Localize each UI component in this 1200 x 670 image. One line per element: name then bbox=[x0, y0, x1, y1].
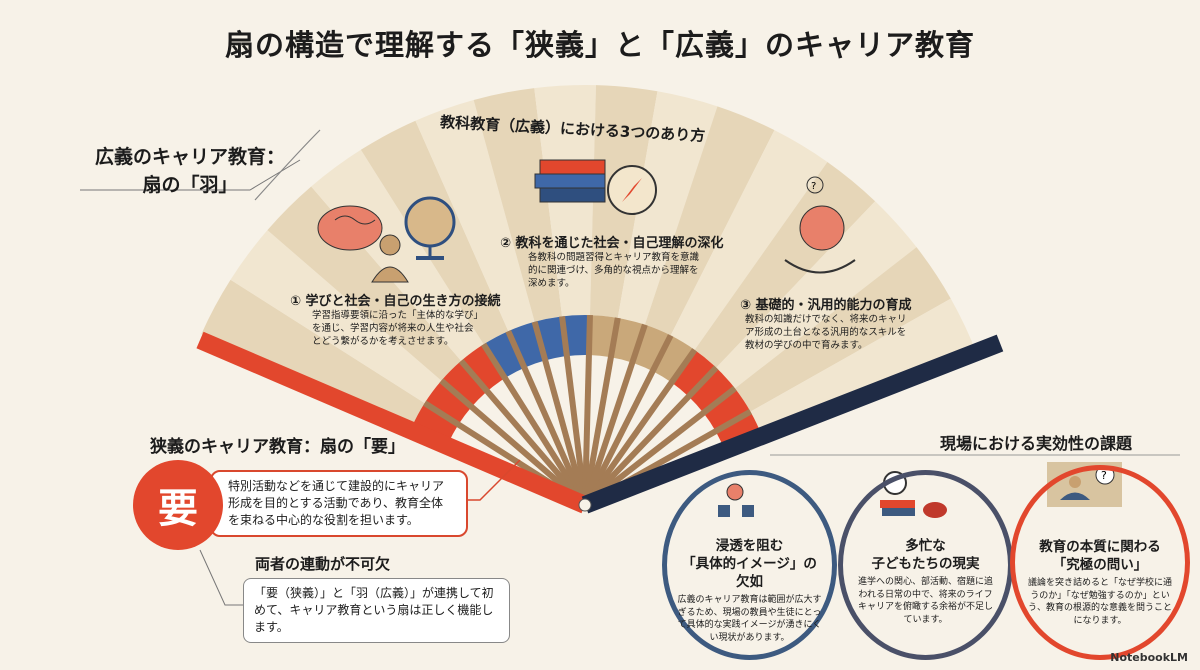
feature-2: ② 教科を通じた社会・自己理解の深化 各教科の問題習得とキャリア教育を意識的に関… bbox=[500, 232, 724, 290]
issues-heading: 現場における実効性の課題 bbox=[940, 434, 1133, 453]
fan-panel bbox=[617, 91, 718, 325]
fan-panel bbox=[415, 100, 535, 332]
fan-panel bbox=[473, 88, 563, 322]
fan-panel bbox=[644, 106, 775, 336]
compass-icon bbox=[607, 165, 657, 215]
issue-circle-3: 教育の本質に関わる 「究極の問い」 議論を突き詰めると「なぜ学校に通うのか」「な… bbox=[1010, 465, 1190, 660]
fan-rib bbox=[582, 334, 674, 507]
fan-rib bbox=[583, 385, 737, 508]
linkage-heading: 両者の連動が不可欠 bbox=[255, 555, 391, 573]
globe-icon bbox=[404, 196, 456, 260]
linkage-leader bbox=[199, 549, 243, 606]
fan-panel bbox=[201, 279, 425, 428]
right-guard-stick bbox=[581, 334, 1004, 514]
brain-network-icon: ? bbox=[784, 176, 856, 274]
fan-panel bbox=[311, 149, 484, 361]
wide-label-leader bbox=[80, 159, 301, 191]
fan-rib bbox=[582, 314, 593, 506]
person-icon bbox=[371, 234, 409, 283]
issue-desc: 広義のキャリア教育は範囲が広大すぎるため、現場の教員や生徒にとって具体的な実践イ… bbox=[677, 595, 822, 643]
books-icon bbox=[534, 159, 606, 203]
feature-desc: 学習指導要領に沿った「主体的な学び」を通じ、学習内容が将来の人生や社会とどう繋が… bbox=[312, 310, 479, 347]
issue-title: 「究極の問い」 bbox=[1052, 557, 1148, 573]
wide-label-line2: 扇の「羽」 bbox=[142, 174, 238, 196]
feature-1: ① 学びと社会・自己の生き方の接続 学習指導要領に沿った「主体的な学び」を通じ、… bbox=[290, 290, 501, 348]
feature-title: ③ 基礎的・汎用的能力の育成 bbox=[740, 298, 912, 313]
fan-rib bbox=[582, 323, 648, 506]
issue-title: 教育の本質に関わる bbox=[1039, 539, 1161, 555]
issue-title: 多忙な bbox=[905, 538, 946, 554]
fan-panel bbox=[267, 186, 462, 381]
fan-rib bbox=[582, 348, 698, 507]
fan-pivot bbox=[578, 498, 592, 512]
fan-rib bbox=[582, 365, 719, 508]
fan-rib bbox=[559, 316, 588, 506]
issue-title: 浸透を阻む bbox=[715, 538, 784, 554]
fan-panel bbox=[670, 130, 828, 350]
fan-panel bbox=[716, 201, 917, 389]
fan-panel bbox=[750, 298, 978, 437]
linkage-box: 「要（狭義）」と「羽（広義）」が連携して初めて、キャリア教育という扇は正しく機能… bbox=[243, 578, 510, 643]
fan-rib bbox=[481, 342, 588, 507]
notebooklm-brand: NotebookLM bbox=[1110, 651, 1188, 664]
wide-label-line1: 広義のキャリア教育： bbox=[94, 146, 285, 168]
svg-text:?: ? bbox=[811, 181, 816, 192]
issue-circle-2: 多忙な 子どもたちの現実 進学への関心、部活動、宿題に追われる日常の中で、将来の… bbox=[838, 470, 1013, 660]
issue-desc: 議論を突き詰めると「なぜ学校に通うのか」「なぜ勉強するのか」という、教育の根源的… bbox=[1027, 578, 1172, 626]
wide-career-label: 広義のキャリア教育： 扇の「羽」 bbox=[60, 143, 320, 199]
wide-label-arc bbox=[254, 129, 321, 201]
left-guard-stick bbox=[196, 331, 589, 514]
feature-desc: 教科の知識だけでなく、将来のキャリア形成の土台となる汎用的なスキルを教材の学びの… bbox=[745, 314, 907, 351]
feature-3: ③ 基礎的・汎用的能力の育成 教科の知識だけでなく、将来のキャリア形成の土台とな… bbox=[740, 294, 912, 352]
narrow-career-desc: 特別活動などを通じて建設的にキャリア形成を目的とする活動であり、教育全体を束ねる… bbox=[228, 479, 445, 527]
issue-desc: 進学への関心、部活動、宿題に追われる日常の中で、将来のライフキャリアを俯瞰する余… bbox=[857, 577, 993, 625]
issue-circle-1: 浸透を阻む 「具体的イメージ」の欠如 広義のキャリア教育は範囲が広大すぎるため、… bbox=[662, 470, 837, 660]
fan-panel bbox=[734, 247, 951, 412]
feature-title: ② 教科を通じた社会・自己理解の深化 bbox=[500, 236, 724, 251]
fan-rib bbox=[439, 378, 587, 508]
feature-title: ① 学びと社会・自己の生き方の接続 bbox=[290, 294, 501, 309]
page-title: 扇の構造で理解する「狭義」と「広義」のキャリア教育 bbox=[224, 28, 975, 62]
issue-title: 「具体的イメージ」の欠如 bbox=[682, 556, 817, 590]
fan-panel bbox=[230, 230, 442, 404]
fan-rib bbox=[505, 329, 588, 507]
narrow-career-heading: 狭義のキャリア教育：扇の「要」 bbox=[150, 437, 405, 457]
brain-icon bbox=[317, 205, 383, 251]
feature-desc: 各教科の問題習得とキャリア教育を意識的に関連づけ、多角的な視点から理解を深めます… bbox=[528, 252, 700, 289]
kaname-badge: 要 bbox=[133, 460, 223, 550]
fan-rib bbox=[582, 317, 621, 506]
fan-rib bbox=[531, 321, 588, 506]
linkage-desc: 「要（狭義）」と「羽（広義）」が連携して初めて、キャリア教育という扇は正しく機能… bbox=[254, 586, 494, 634]
fan-rib bbox=[458, 358, 588, 507]
issue-title: 子どもたちの現実 bbox=[871, 556, 980, 572]
narrow-career-box: 特別活動などを通じて建設的にキャリア形成を目的とする活動であり、教育全体を束ねる… bbox=[210, 470, 468, 537]
